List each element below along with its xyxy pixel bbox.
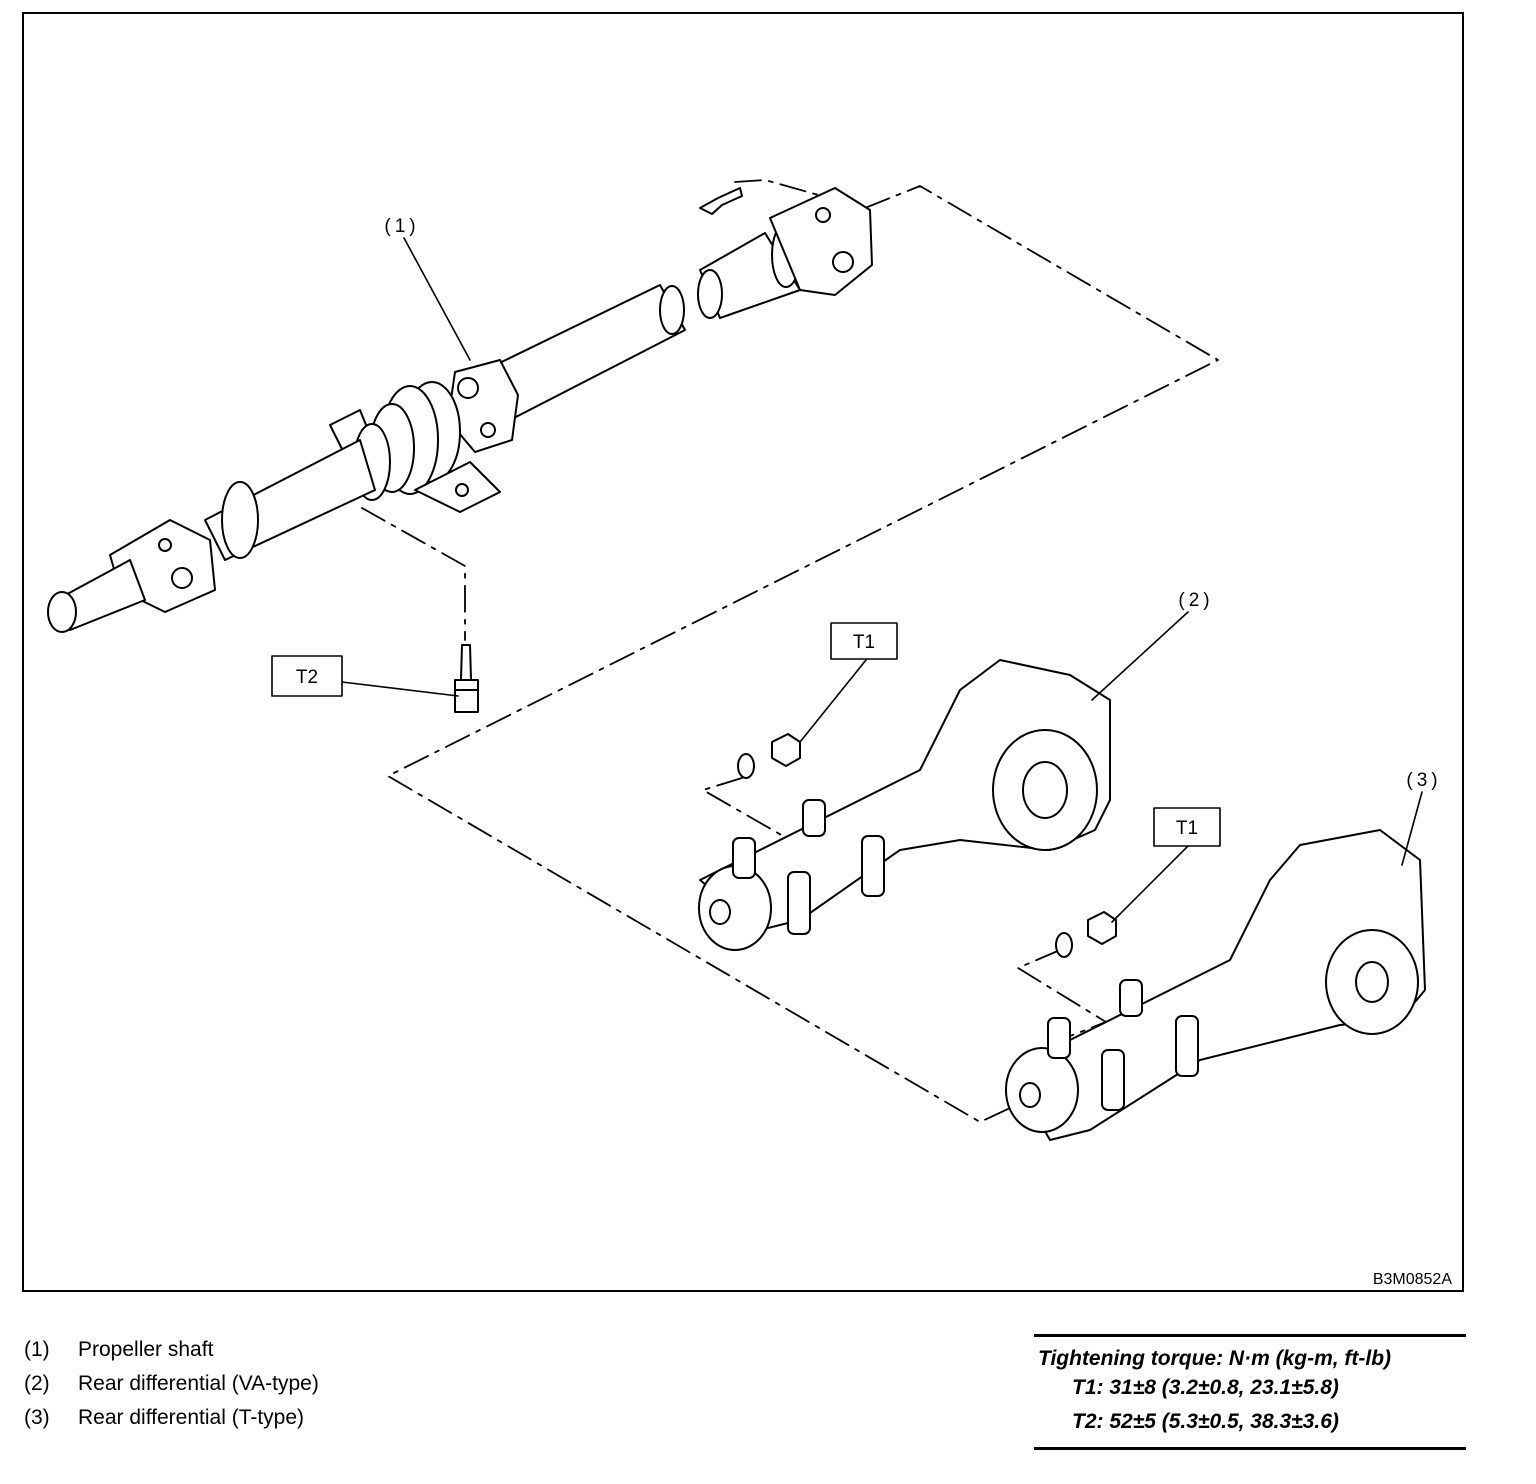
legend-item: (2) Rear differential (VA-type) [24,1367,319,1401]
t1-box-va [830,622,898,660]
t1-box-t [1153,807,1221,847]
torque-spec-box: Tightening torque: N·m (kg-m, ft-lb) T1:… [1034,1334,1466,1450]
legend-number: (1) [24,1338,50,1361]
figure-frame [22,12,1464,1292]
t1-label-va: T1 [853,632,875,653]
legend-text: Rear differential (VA-type) [78,1372,319,1395]
legend-text: Propeller shaft [78,1338,214,1361]
figure-code: B3M0852A [1373,1271,1452,1288]
t1-label-t: T1 [1176,818,1198,839]
legend-number: (2) [24,1372,50,1395]
rear-differential-t [1005,829,1426,1141]
leader-lines [341,237,1423,923]
legend-item: (3) Rear differential (T-type) [24,1401,319,1435]
legend-item: (1) Propeller shaft [24,1333,319,1367]
torque-title: Tightening torque: N·m (kg-m, ft-lb) [1038,1347,1392,1370]
callout-1: (1) [384,216,419,237]
rear-differential-va [698,659,1111,951]
callout-3: (3) [1406,770,1441,791]
t2-label: T2 [296,667,318,688]
torque-boxes [271,622,1221,847]
assembly-outline [361,179,1219,1123]
torque-value-t2: T2: 52±5 (5.3±0.5, 38.3±3.6) [1072,1410,1339,1433]
exploded-diagram: T1 T1 T2 (1) (2) (3) B3M0852A [47,179,1452,1288]
parts-legend: (1) Propeller shaft (2) Rear differentia… [24,1333,319,1435]
legend-text: Rear differential (T-type) [78,1406,305,1429]
t2-bolt [454,644,479,713]
callout-2: (2) [1178,590,1213,611]
legend-number: (3) [24,1406,50,1429]
t2-box [271,655,343,697]
propeller-shaft [47,187,873,633]
torque-value-t1: T1: 31±8 (3.2±0.8, 23.1±5.8) [1072,1376,1339,1399]
